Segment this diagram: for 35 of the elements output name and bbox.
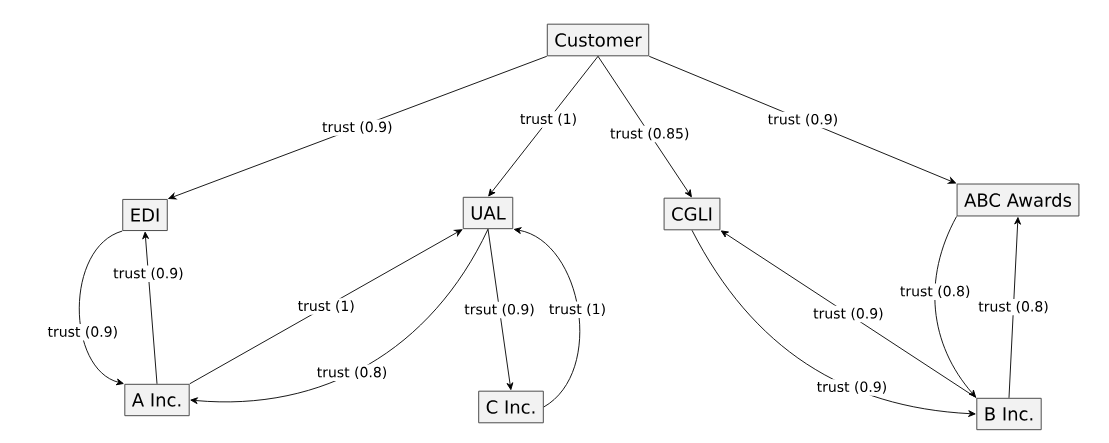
- arrow: [189, 229, 463, 385]
- arrow: [488, 55, 599, 197]
- edge-label: trust (0.8): [314, 364, 390, 382]
- node-box: C Inc.: [478, 390, 544, 424]
- arrow: [934, 216, 977, 398]
- arrow: [691, 229, 976, 417]
- node-box: UAL: [462, 196, 514, 230]
- arrow: [168, 55, 548, 200]
- arrow: [597, 55, 692, 198]
- edge-label: trust (0.85): [608, 125, 692, 143]
- edge-label: trust (0.9): [814, 379, 890, 396]
- arrow: [1008, 217, 1021, 399]
- edge-label: trust (1): [517, 111, 580, 128]
- arrow: [513, 227, 581, 408]
- node-box: ABC Awards: [956, 183, 1080, 217]
- arrow: [142, 231, 158, 385]
- edge-label: trust (0.9): [811, 305, 886, 323]
- arrow: [487, 228, 514, 391]
- arrow: [190, 228, 489, 405]
- edge-label: trust (0.8): [976, 298, 1051, 316]
- node-box: B Inc.: [976, 397, 1042, 431]
- node-box: CGLI: [663, 197, 721, 231]
- edge-label: trust (1): [546, 301, 609, 318]
- node-box: EDI: [122, 198, 168, 232]
- node-box: Customer: [546, 23, 650, 57]
- edge-label: trust (0.9): [765, 111, 841, 129]
- edge-label: trust (0.8): [897, 283, 973, 301]
- edge-label: trust (0.9): [320, 119, 395, 136]
- edge-label: trust (0.9): [111, 265, 186, 283]
- edge-label: trsut (0.9): [462, 301, 537, 319]
- arrow: [78, 230, 124, 386]
- edge-label: trust (1): [295, 298, 357, 315]
- node-box: A Inc.: [124, 383, 190, 417]
- edge-label: trust (0.9): [45, 324, 121, 341]
- arrow: [648, 55, 956, 184]
